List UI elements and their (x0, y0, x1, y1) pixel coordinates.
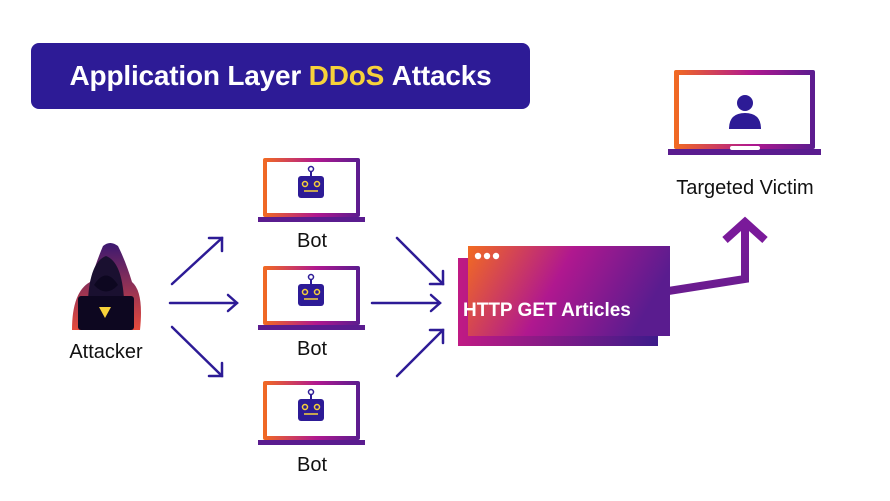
robot-icon (298, 165, 324, 198)
robot-icon (298, 388, 324, 421)
arrow-bot-3-to-request (395, 328, 445, 378)
bot-3-label: Bot (296, 454, 328, 476)
window-dot-icon (492, 252, 500, 260)
arrow-to-bot-3 (170, 325, 224, 378)
victim-label: Targeted Victim (676, 177, 814, 199)
arrow-request-to-victim (661, 216, 768, 296)
arrows-bots-to-request (370, 236, 445, 378)
http-request-label: HTTP GET Articles (463, 300, 631, 321)
bot-laptop-1 (258, 158, 365, 222)
arrow-to-bot-2 (168, 293, 239, 313)
arrows-attacker-to-bots (168, 236, 239, 378)
title-highlight: DDoS (308, 60, 385, 91)
bot-laptop-2 (258, 266, 365, 330)
window-dot-icon (483, 252, 491, 260)
title-banner: Application Layer DDoS Attacks (31, 43, 530, 109)
attacker-label: Attacker (69, 341, 143, 363)
bot-laptop-3 (258, 381, 365, 445)
bot-2-label: Bot (296, 338, 328, 360)
robot-icon (298, 273, 324, 306)
user-icon (729, 95, 761, 129)
title-prefix: Application Layer (69, 60, 302, 91)
arrow-to-bot-1 (170, 236, 224, 286)
title-suffix: Attacks (391, 60, 492, 91)
arrow-bot-1-to-request (395, 236, 445, 286)
warning-triangle-icon (99, 307, 111, 318)
victim-laptop (668, 70, 821, 155)
bot-1-label: Bot (296, 230, 328, 252)
window-dot-icon (474, 252, 482, 260)
http-request-window (458, 246, 670, 346)
attacker-icon (72, 243, 141, 330)
arrow-bot-2-to-request (370, 293, 442, 313)
